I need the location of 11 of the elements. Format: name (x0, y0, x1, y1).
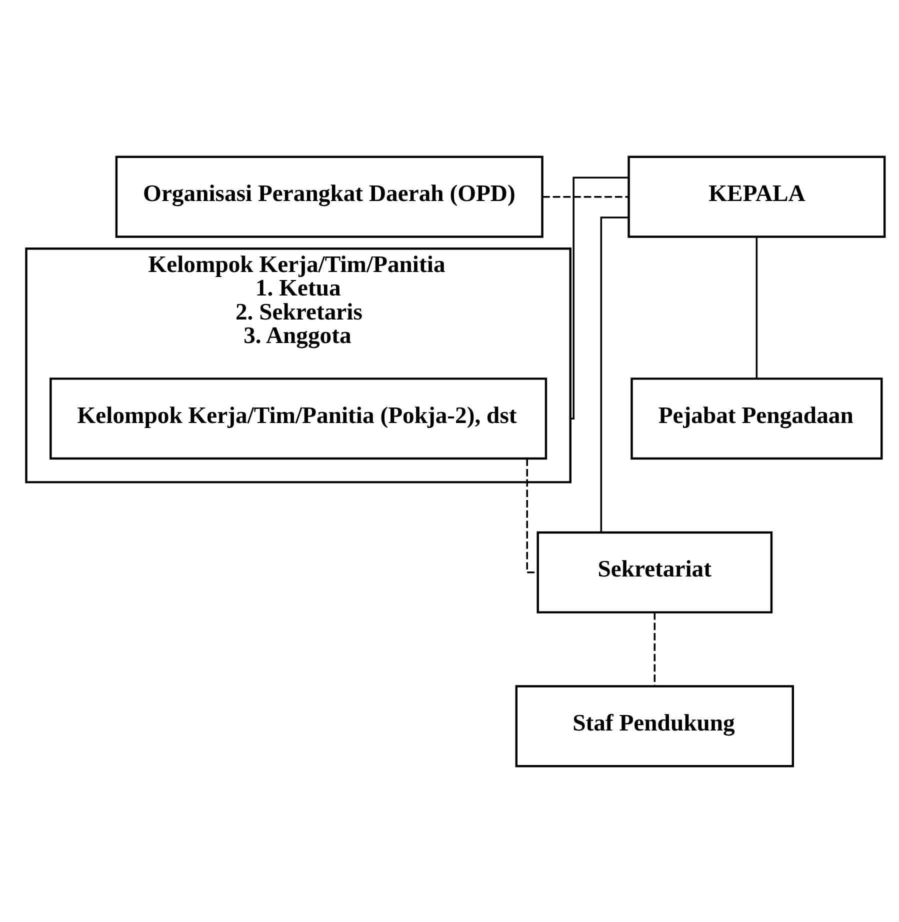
connector (600, 216, 628, 532)
connector (654, 612, 656, 686)
connector (756, 236, 758, 378)
connector (570, 176, 628, 419)
node-box: Pejabat Pengadaan (630, 377, 883, 460)
node-box: Staf Pendukung (515, 684, 794, 767)
node-box: Sekretariat (536, 530, 773, 613)
node-box: KEPALA (628, 155, 886, 238)
node-box: Organisasi Perangkat Daerah (OPD) (115, 155, 544, 238)
node-box: Kelompok Kerja/Tim/Panitia (Pokja-2), dst (50, 377, 548, 460)
connector (542, 195, 629, 198)
